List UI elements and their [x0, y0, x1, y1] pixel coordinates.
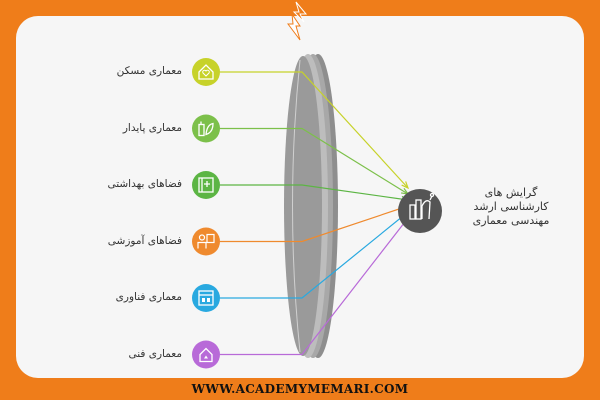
house-heart-icon: [192, 58, 220, 86]
clinic-plus-icon: [192, 171, 220, 199]
architecture-drawing-icon: [409, 192, 435, 220]
connector-line: [220, 205, 409, 243]
connector-line: [220, 217, 409, 356]
academy-logo-icon: [287, 1, 308, 41]
lens-shape: [284, 54, 338, 358]
connector-line: [220, 211, 409, 299]
category-label: فضاهای بهداشتی: [107, 178, 182, 190]
center-title-line-1: گرایش های: [484, 186, 538, 199]
connector-line: [220, 71, 409, 189]
connector-arrowhead: [400, 187, 410, 195]
footer-website[interactable]: WWW.ACADEMYMEMARI.COM: [191, 382, 409, 396]
category-label: معماری مسکن: [116, 65, 182, 77]
center-title-line-3: مهندسی معماری: [472, 214, 550, 227]
technical-house-icon: [192, 340, 220, 369]
category-label: معماری فنی: [128, 347, 182, 360]
center-title-line-2: کارشناسی ارشد: [473, 200, 549, 213]
category-label: فضاهای آموزشی: [107, 234, 182, 247]
connector-line: [220, 184, 409, 201]
teacher-board-icon: [192, 227, 220, 256]
connector-line: [220, 127, 409, 195]
eco-building-leaf-icon: [192, 114, 220, 143]
connector-arrowhead: [401, 181, 410, 190]
category-icons: [192, 58, 220, 369]
center-title: گرایش های کارشناسی ارشد مهندسی معماری: [452, 186, 570, 228]
tech-building-icon: [192, 284, 220, 312]
center-hub: [398, 189, 442, 233]
category-label: معماری پایدار: [122, 121, 182, 134]
category-label: معماری فناوری: [115, 291, 182, 303]
